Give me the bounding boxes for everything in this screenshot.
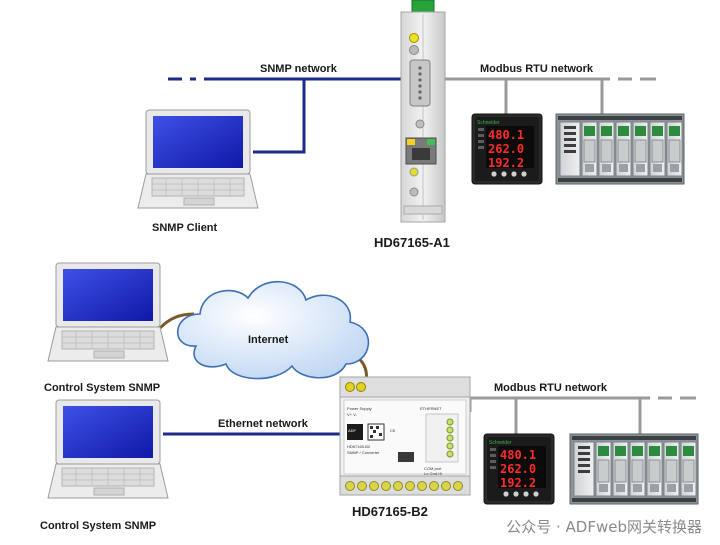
internet-label: Internet <box>248 334 289 346</box>
watermark: 公众号 · ADFweb网关转换器 <box>506 518 702 536</box>
snmp-network-line <box>168 77 404 154</box>
svg-text:HD67165-B2: HD67165-B2 <box>347 444 371 449</box>
modbus-network-line-bottom <box>468 396 696 434</box>
modbus-network-label-top: Modbus RTU network <box>480 63 594 75</box>
gateway-a1-label: HD67165-A1 <box>374 235 450 250</box>
svg-text:SNMP / Converter: SNMP / Converter <box>347 450 380 455</box>
ethernet-network-label: Ethernet network <box>218 418 308 430</box>
gateway-device-a1 <box>400 0 446 223</box>
svg-text:CE: CE <box>390 428 396 433</box>
plc-rack-bottom <box>570 434 698 504</box>
modbus-network-label-bottom: Modbus RTU network <box>494 382 608 394</box>
snmp-client-laptop-icon <box>137 109 259 209</box>
svg-text:ETHERNET: ETHERNET <box>420 406 442 411</box>
svg-text:Power Supply: Power Supply <box>347 406 372 411</box>
gateway-device-b2: Power Supply V+ V- ETHERNET ADF CE HD671… <box>339 376 471 496</box>
plc-rack-top <box>556 114 684 184</box>
snmp-client-label: SNMP Client <box>152 222 218 234</box>
svg-text:Lo Gnd Hi: Lo Gnd Hi <box>424 471 442 476</box>
svg-text:ADF: ADF <box>348 428 357 433</box>
control-system-label-1: Control System SNMP <box>44 382 161 394</box>
svg-text:COM port: COM port <box>424 466 442 471</box>
power-meter-top <box>471 113 543 185</box>
control-system-laptop-1-icon <box>47 262 169 362</box>
svg-text:V+ V-: V+ V- <box>347 412 358 417</box>
control-system-laptop-2-icon <box>47 399 169 499</box>
control-system-label-2: Control System SNMP <box>40 520 157 532</box>
gateway-b2-label: HD67165-B2 <box>352 504 428 519</box>
cloud-icon <box>176 280 370 380</box>
modbus-network-line-top <box>436 77 656 114</box>
snmp-network-label: SNMP network <box>260 63 337 75</box>
power-meter-bottom <box>483 433 555 505</box>
